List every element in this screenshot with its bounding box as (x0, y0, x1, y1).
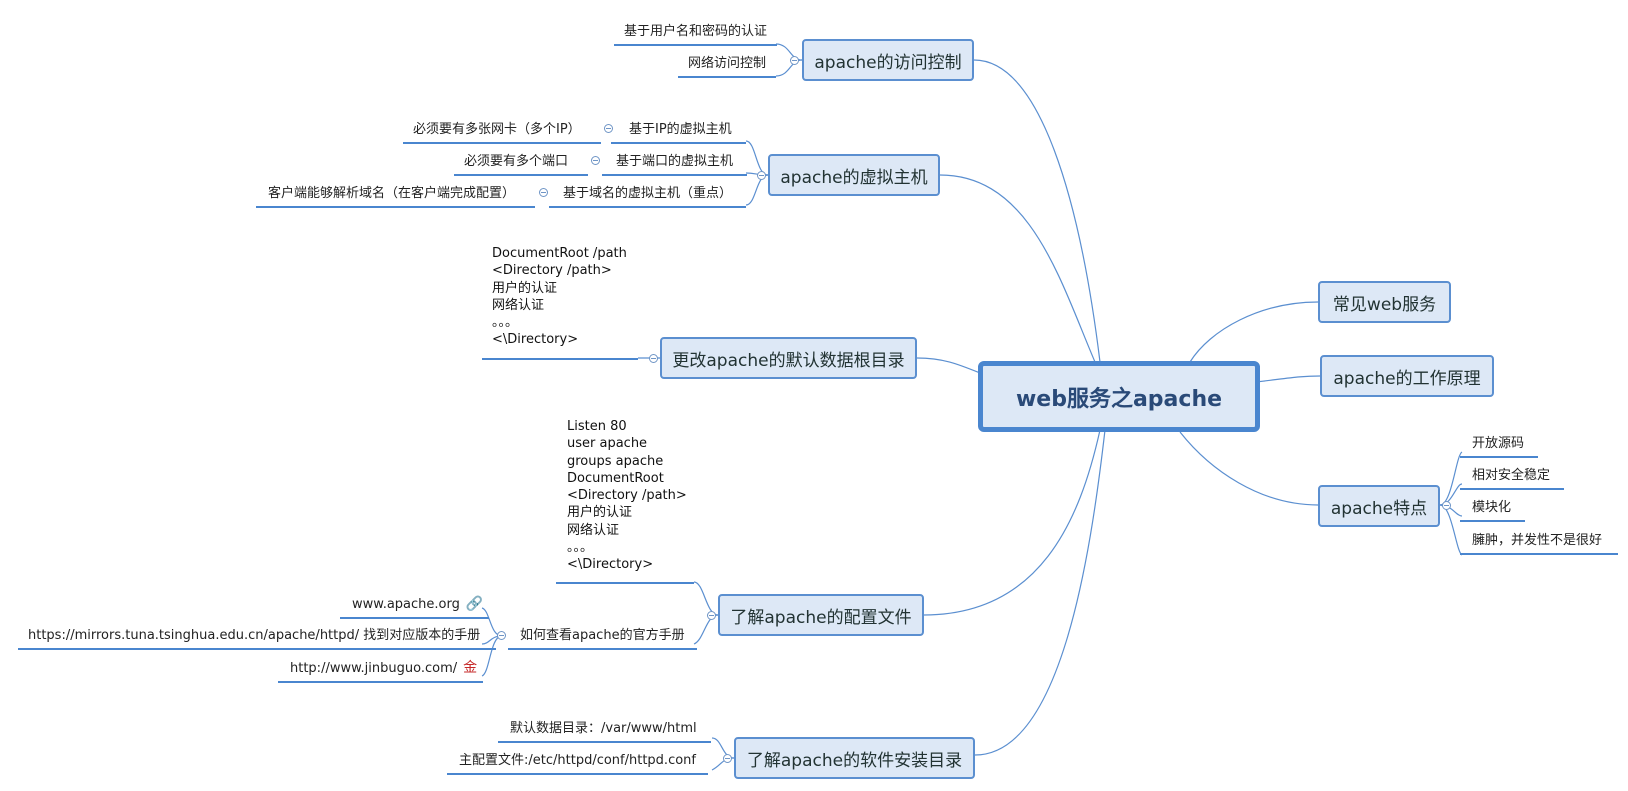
feature-item-text: 模块化 (1472, 500, 1512, 515)
manual-link-text: www.apache.org (352, 597, 460, 612)
item-underline (1460, 553, 1619, 555)
feature-item[interactable]: 开放源码 (1460, 435, 1539, 458)
manual-link-text: http://www.jinbuguo.com/ (290, 661, 458, 676)
item-underline (447, 773, 708, 775)
manual-topic[interactable]: 如何查看apache的官方手册 (508, 627, 697, 650)
topic-apache-working-principle[interactable]: apache的工作原理 (1320, 355, 1494, 397)
item-underline (18, 648, 497, 650)
topic-change-document-root[interactable]: 更改apache的默认数据根目录 (660, 337, 917, 379)
topic-apache-access-control[interactable]: apache的访问控制 (802, 39, 974, 81)
docroot-config-note: DocumentRoot /path <Directory /path> 用户的… (492, 246, 627, 348)
collapse-toggle-icon[interactable] (723, 754, 732, 763)
link-icon[interactable]: 🔗 (465, 596, 484, 612)
vhost-type[interactable]: 基于IP的虚拟主机 (611, 121, 746, 144)
item-underline (498, 741, 711, 743)
item-underline (1460, 488, 1565, 490)
collapse-toggle-icon[interactable] (757, 171, 766, 180)
collapse-toggle-icon[interactable] (649, 354, 658, 363)
note-underline (482, 358, 638, 360)
topic-apache-virtual-host[interactable]: apache的虚拟主机 (768, 154, 940, 196)
item-underline (454, 174, 589, 176)
item-underline (611, 142, 746, 144)
vhost-detail-text: 客户端能够解析域名（在客户端完成配置） (268, 186, 516, 201)
collapse-toggle-icon[interactable] (497, 631, 506, 640)
install-item[interactable]: 主配置文件:/etc/httpd/conf/httpd.conf (447, 752, 708, 775)
topic-apache-install-directory[interactable]: 了解apache的软件安装目录 (734, 737, 975, 779)
install-item-text: 主配置文件:/etc/httpd/conf/httpd.conf (459, 753, 696, 768)
collapse-toggle-icon[interactable] (790, 56, 799, 65)
vhost-detail: 必须要有多张网卡（多个IP） (403, 121, 601, 144)
feature-item-text: 开放源码 (1472, 436, 1525, 451)
manual-link[interactable]: www.apache.org 🔗 (340, 595, 490, 619)
item-underline (678, 76, 777, 78)
feature-item[interactable]: 相对安全稳定 (1460, 467, 1565, 490)
access-item-text: 基于用户名和密码的认证 (624, 24, 768, 39)
topic-apache-config-file[interactable]: 了解apache的配置文件 (718, 594, 924, 636)
feature-item[interactable]: 臃肿，并发性不是很好 (1460, 532, 1619, 555)
feature-item-text: 臃肿，并发性不是很好 (1472, 533, 1603, 548)
central-topic[interactable]: web服务之apache (978, 361, 1260, 432)
item-underline (340, 617, 490, 619)
manual-link-text: https://mirrors.tuna.tsinghua.edu.cn/apa… (28, 628, 481, 643)
collapse-toggle-icon[interactable] (539, 188, 548, 197)
vhost-detail-text: 必须要有多个端口 (464, 154, 569, 169)
feature-item[interactable]: 模块化 (1460, 499, 1526, 522)
collapse-toggle-icon[interactable] (1442, 501, 1451, 510)
vhost-type-text: 基于端口的虚拟主机 (616, 154, 734, 169)
config-file-note: Listen 80 user apache groups apache Docu… (567, 419, 687, 573)
collapse-toggle-icon[interactable] (591, 156, 600, 165)
vhost-detail-text: 必须要有多张网卡（多个IP） (413, 122, 581, 137)
vhost-detail: 必须要有多个端口 (454, 153, 589, 176)
collapse-toggle-icon[interactable] (707, 611, 716, 620)
install-item[interactable]: 默认数据目录：/var/www/html (498, 720, 711, 743)
vhost-detail: 客户端能够解析域名（在客户端完成配置） (256, 185, 536, 208)
vhost-type-text: 基于IP的虚拟主机 (629, 122, 732, 137)
note-underline (556, 582, 694, 584)
jinbuguo-icon: 金 (463, 660, 478, 676)
item-underline (508, 648, 697, 650)
item-underline (256, 206, 536, 208)
collapse-toggle-icon[interactable] (604, 124, 613, 133)
access-item[interactable]: 网络访问控制 (678, 55, 777, 78)
item-underline (278, 681, 484, 683)
feature-item-text: 相对安全稳定 (1472, 468, 1551, 483)
access-item-text: 网络访问控制 (688, 56, 767, 71)
topic-common-web-services[interactable]: 常见web服务 (1318, 281, 1451, 323)
item-underline (614, 44, 778, 46)
item-underline (403, 142, 601, 144)
item-underline (1460, 456, 1539, 458)
install-item-text: 默认数据目录：/var/www/html (510, 721, 697, 736)
item-underline (1460, 520, 1526, 522)
topic-apache-features[interactable]: apache特点 (1318, 485, 1440, 527)
manual-link[interactable]: https://mirrors.tuna.tsinghua.edu.cn/apa… (18, 627, 497, 650)
access-item[interactable]: 基于用户名和密码的认证 (614, 23, 778, 46)
vhost-type[interactable]: 基于端口的虚拟主机 (602, 153, 748, 176)
manual-topic-text: 如何查看apache的官方手册 (520, 628, 685, 643)
manual-link[interactable]: http://www.jinbuguo.com/金 (278, 659, 484, 683)
item-underline (549, 206, 747, 208)
vhost-type[interactable]: 基于域名的虚拟主机（重点） (549, 185, 747, 208)
vhost-type-text: 基于域名的虚拟主机（重点） (563, 186, 733, 201)
item-underline (602, 174, 748, 176)
